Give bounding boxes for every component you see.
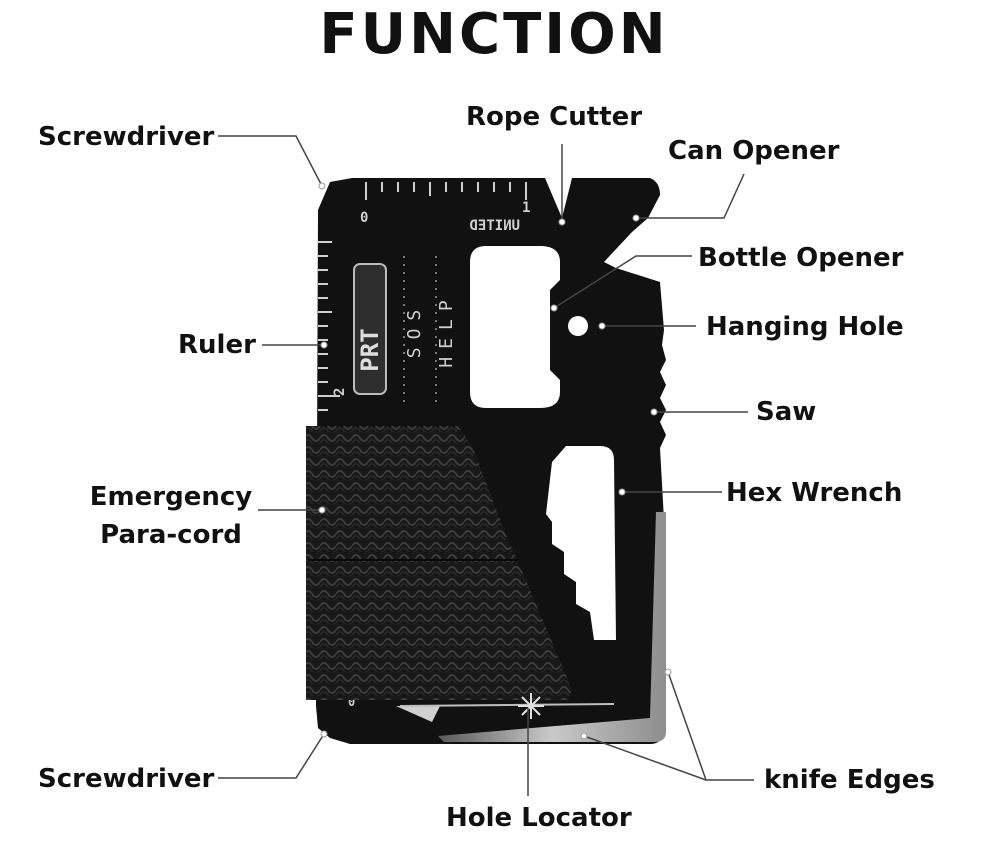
hanging-hole bbox=[568, 316, 588, 336]
leader-dots bbox=[318, 182, 672, 740]
label-saw: Saw bbox=[756, 397, 817, 427]
knife-edge-blade bbox=[438, 512, 666, 742]
prt-logo: PRT bbox=[353, 263, 387, 395]
label-emergency: Emergency bbox=[89, 482, 253, 512]
ruler-mark-2: 2 bbox=[332, 388, 348, 396]
ruler-mark-bottom: 0 bbox=[348, 695, 355, 709]
label-hex-wrench: Hex Wrench bbox=[726, 478, 903, 508]
label-knife-edges: knife Edges bbox=[764, 765, 935, 795]
leader-lines bbox=[218, 135, 754, 796]
hole-locator-star bbox=[518, 693, 544, 719]
label-emergency-paracord: Emergency Para-cord bbox=[88, 482, 254, 550]
label-can-opener: Can Opener bbox=[668, 136, 840, 166]
label-hole-locator: Hole Locator bbox=[446, 803, 632, 833]
engraving-text: UNITED bbox=[469, 218, 520, 234]
help-text: HELP bbox=[436, 292, 457, 367]
label-ruler: Ruler bbox=[178, 330, 256, 360]
label-screwdriver-top: Screwdriver bbox=[38, 122, 215, 152]
direction-arrow bbox=[396, 706, 440, 722]
ruler-mark-0: 0 bbox=[360, 210, 368, 226]
ruler-mark-1: 1 bbox=[522, 200, 530, 216]
paracord-wrap bbox=[306, 426, 572, 700]
sos-text: SOS bbox=[404, 302, 425, 359]
label-paracord: Para-cord bbox=[100, 520, 242, 550]
label-bottle-opener: Bottle Opener bbox=[698, 243, 904, 273]
label-rope-cutter: Rope Cutter bbox=[466, 102, 643, 132]
label-screwdriver-bottom: Screwdriver bbox=[38, 764, 215, 794]
page-title: FUNCTION bbox=[319, 2, 669, 67]
bottle-opener-cutout bbox=[470, 246, 560, 408]
ruler-top bbox=[365, 182, 527, 200]
label-hanging-hole: Hanging Hole bbox=[706, 312, 904, 342]
prt-logo-text: PRT bbox=[356, 328, 384, 371]
ruler-left bbox=[318, 241, 340, 411]
hex-wrench-cutout bbox=[546, 446, 616, 640]
